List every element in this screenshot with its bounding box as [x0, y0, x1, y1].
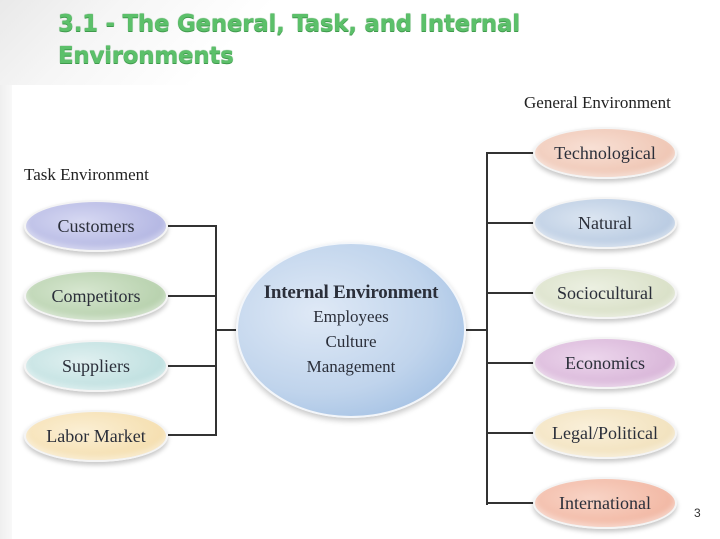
- general-vertical-connector: [486, 152, 488, 505]
- page-number: 3: [694, 506, 701, 520]
- task-item-label: Customers: [57, 215, 135, 236]
- general-item-label: Technological: [554, 142, 656, 163]
- connector-economics: [486, 362, 534, 364]
- task-item-labor-market: Labor Market: [24, 410, 168, 462]
- general-item-international: International: [533, 477, 677, 529]
- connector-suppliers: [168, 365, 216, 367]
- task-item-suppliers: Suppliers: [24, 340, 168, 392]
- general-item-label: Economics: [565, 352, 645, 373]
- connector-labor-market: [168, 434, 216, 436]
- general-item-economics: Economics: [533, 337, 677, 389]
- slide-left-edge: [0, 85, 12, 539]
- general-environment-heading: General Environment: [524, 93, 671, 112]
- connector-competitors: [168, 295, 216, 297]
- general-item-label: Natural: [578, 212, 632, 233]
- connector-legal-political: [486, 432, 534, 434]
- internal-to-general-connector: [466, 329, 487, 331]
- connector-customers: [168, 225, 216, 227]
- internal-item-management: Management: [306, 356, 396, 376]
- general-item-label: Legal/Political: [552, 422, 658, 443]
- internal-item-culture: Culture: [325, 331, 377, 351]
- connector-technological: [486, 152, 534, 154]
- task-item-label: Suppliers: [61, 355, 130, 376]
- general-item-legal-political: Legal/Political: [533, 407, 677, 459]
- connector-natural: [486, 222, 534, 224]
- task-item-customers: Customers: [24, 200, 168, 252]
- general-item-technological: Technological: [533, 127, 677, 179]
- general-item-label: Sociocultural: [557, 282, 653, 303]
- general-item-sociocultural: Sociocultural: [533, 267, 677, 319]
- internal-environment-heading: Internal Environment: [263, 281, 439, 303]
- general-item-label: International: [559, 492, 651, 513]
- internal-item-employees: Employees: [313, 306, 389, 326]
- connector-sociocultural: [486, 292, 534, 294]
- task-environment-heading: Task Environment: [24, 165, 149, 184]
- task-item-label: Labor Market: [46, 425, 146, 446]
- slide-title: 3.1 - The General, Task, and Internal En…: [58, 11, 520, 69]
- internal-environment-ellipse: Internal Environment Employees Culture M…: [236, 242, 466, 418]
- connector-international: [486, 502, 534, 504]
- task-to-internal-connector: [215, 329, 237, 331]
- task-item-label: Competitors: [51, 285, 141, 306]
- general-item-natural: Natural: [533, 197, 677, 249]
- task-item-competitors: Competitors: [24, 270, 168, 322]
